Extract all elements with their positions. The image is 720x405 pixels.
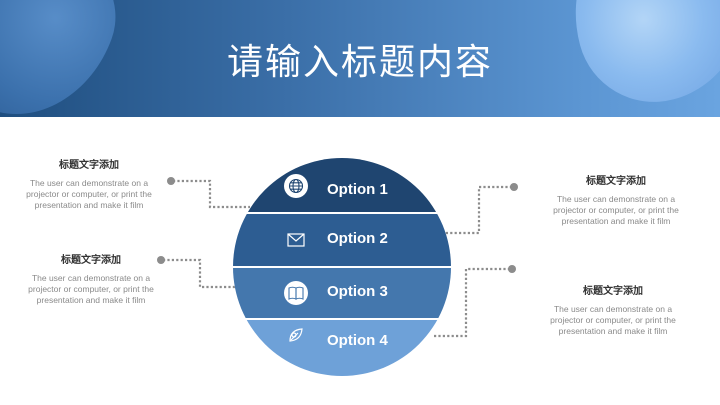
connector-block-3 [444, 185, 512, 235]
option-4-label: Option 4 [327, 332, 388, 349]
block-1-desc-line-3: presentation and make it film [34, 200, 144, 210]
leaf-icon [284, 323, 308, 347]
block-2-desc-line-3: presentation and make it film [36, 295, 146, 305]
option-band-3[interactable]: Option 3 [233, 268, 451, 318]
option-3-label: Option 3 [327, 283, 388, 300]
block-2-title: 标题文字添加 [61, 255, 121, 266]
header-banner: 请输入标题内容 [0, 0, 720, 117]
option-band-1[interactable]: Option 1 [233, 158, 451, 212]
block-3-desc-line-3: presentation and make it film [561, 216, 671, 226]
block-1-desc-line-1: The user can demonstrate on a [29, 178, 149, 188]
connector-dot-4 [508, 265, 516, 273]
block-2-desc-line-1: The user can demonstrate on a [31, 273, 151, 283]
block-3-desc-line-2: projector or computer, or print the [553, 205, 679, 215]
block-4-desc-line-1: The user can demonstrate on a [553, 304, 673, 314]
connector-dot-2 [157, 256, 165, 264]
slide-title[interactable]: 请输入标题内容 [226, 42, 493, 83]
connector-block-4 [433, 267, 510, 338]
connector-dot-1 [167, 177, 175, 185]
block-2-desc-line-2: projector or computer, or print the [28, 284, 154, 294]
mail-icon [284, 228, 308, 252]
block-3-desc: The user can demonstrate on a projector … [536, 194, 696, 227]
option-band-2[interactable]: Option 2 [233, 214, 451, 266]
option-band-4[interactable]: Option 4 [233, 320, 451, 376]
block-2-desc: The user can demonstrate on a projector … [11, 273, 171, 306]
block-1-desc: The user can demonstrate on a projector … [9, 178, 169, 211]
block-4-desc-line-3: presentation and make it film [558, 326, 668, 336]
globe-icon [284, 174, 308, 198]
connector-block-1 [173, 179, 250, 209]
block-3-desc-line-1: The user can demonstrate on a [556, 194, 676, 204]
block-4-desc-line-2: projector or computer, or print the [550, 315, 676, 325]
option-1-label: Option 1 [327, 181, 388, 198]
connector-block-2 [163, 258, 239, 289]
options-circle: Option 1 Option 2 Option 3 [233, 158, 451, 376]
book-icon [284, 281, 308, 305]
block-1-desc-line-2: projector or computer, or print the [26, 189, 152, 199]
block-3-title: 标题文字添加 [586, 176, 646, 187]
connector-dot-3 [510, 183, 518, 191]
block-1-title: 标题文字添加 [59, 160, 119, 171]
block-4-title: 标题文字添加 [583, 286, 643, 297]
option-2-label: Option 2 [327, 230, 388, 247]
block-4-desc: The user can demonstrate on a projector … [533, 304, 693, 337]
